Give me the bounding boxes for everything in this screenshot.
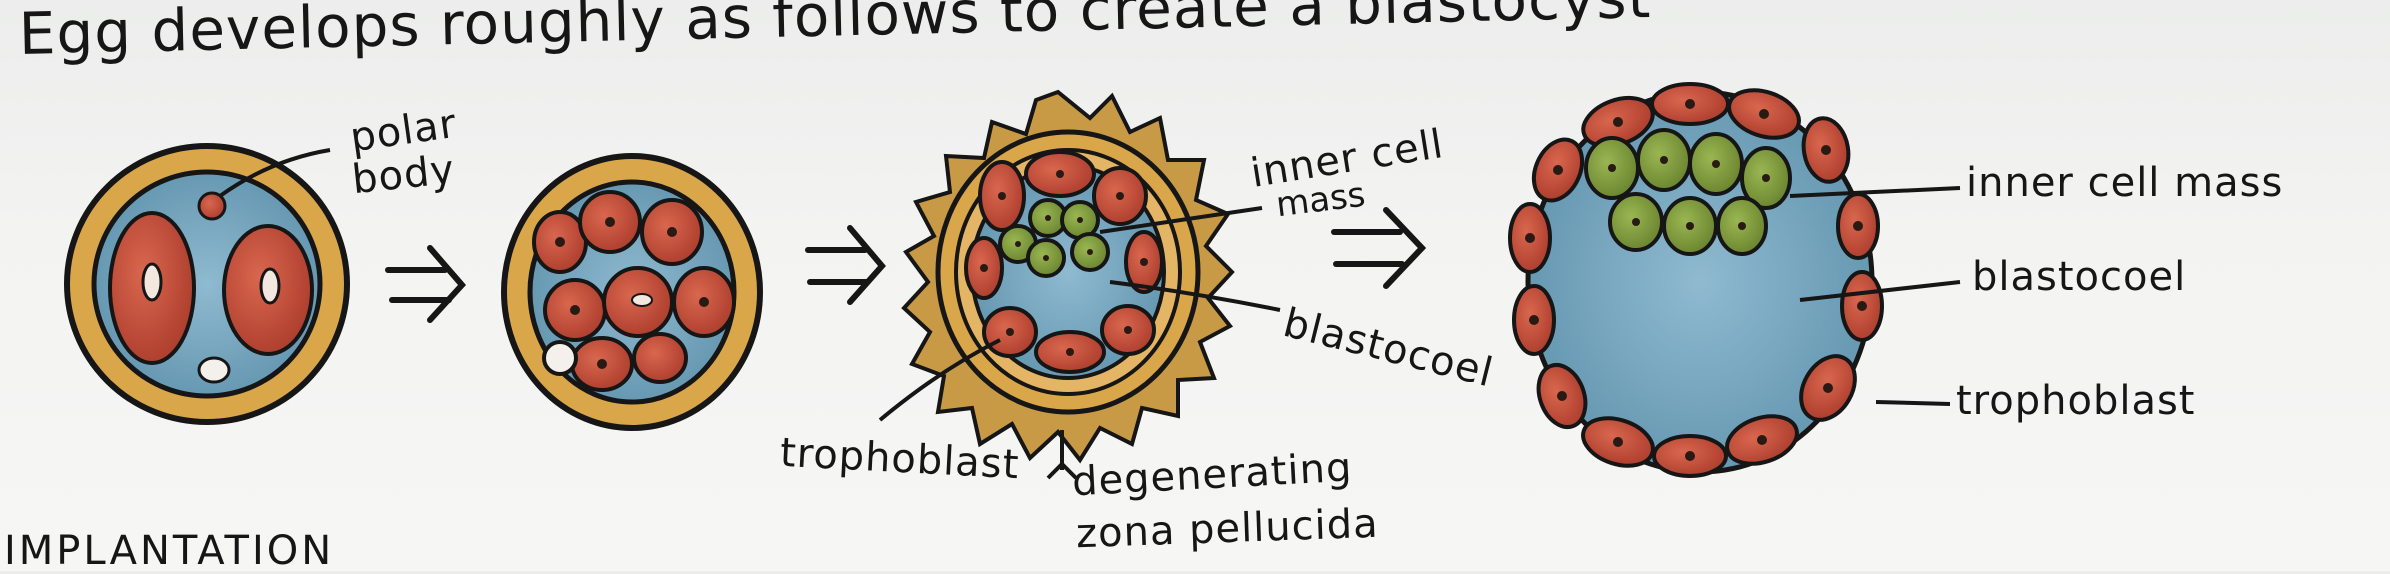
label-inner-cell-mass: inner cell mass [1966,160,2284,206]
stage-1-egg [64,143,350,425]
arrow-2 [805,225,886,305]
label-blastocoel: blastocoel [1972,254,2187,300]
stage-3-early-blastocyst [878,89,1281,480]
label-trophoblast: trophoblast [1956,378,2196,424]
stage-4-blastocyst [1508,82,1961,478]
section-heading: IMPLANTATION [4,528,335,574]
stage-2-morula [501,153,763,431]
arrow-1 [385,245,467,323]
arrow-3 [1331,207,1427,289]
